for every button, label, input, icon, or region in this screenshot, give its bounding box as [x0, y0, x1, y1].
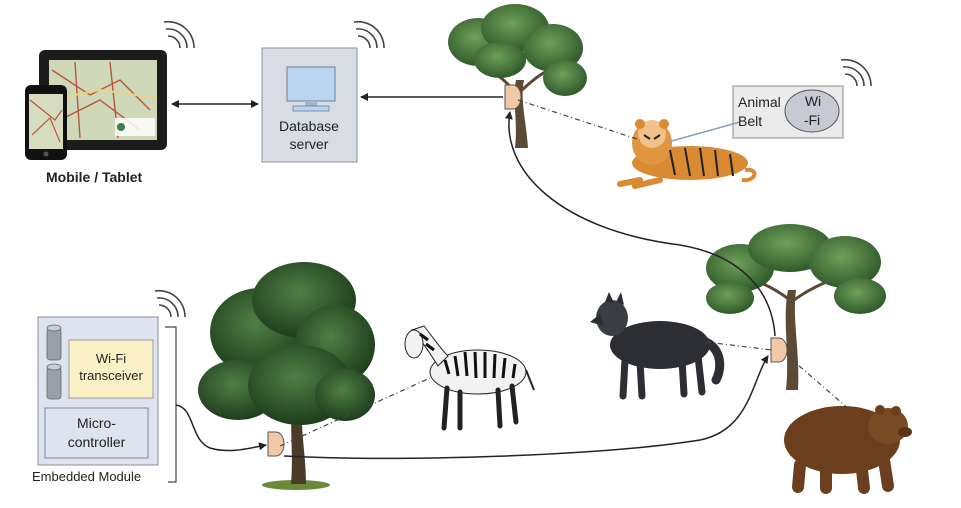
- tree-icon: [448, 4, 587, 148]
- wifi-transceiver-label-line1: Wi-Fi: [95, 351, 127, 366]
- wifi-signal-icon: [353, 20, 385, 49]
- bear-icon: [784, 405, 912, 494]
- monitor-icon: [286, 66, 336, 112]
- wifi-signal-icon: [154, 289, 186, 318]
- microcontroller-box: [44, 407, 149, 459]
- storage-icon: [46, 324, 62, 400]
- tiger-icon: [617, 119, 757, 189]
- mobile-tablet-label: Mobile / Tablet: [46, 169, 143, 185]
- tree-tree-link: [504, 111, 776, 337]
- microcontroller-label-line2: controller: [67, 434, 126, 450]
- zebra-signal-link: [279, 377, 431, 447]
- wifi-signal-icon: [840, 58, 872, 87]
- module-bracket: [165, 326, 177, 483]
- database-server: [261, 20, 385, 163]
- wolf-icon: [590, 292, 725, 400]
- module-tree-link: [175, 404, 267, 452]
- antenna-icon: [504, 84, 522, 110]
- zebra-icon: [404, 325, 535, 431]
- database-server-label-line2: server: [289, 136, 329, 152]
- tree-icon: [198, 262, 375, 490]
- animal-belt-label-line1: Animal: [738, 94, 781, 110]
- animal-belt: [732, 58, 872, 139]
- embedded-module-label: Embedded Module: [32, 469, 142, 484]
- database-server-label-line1: Database: [279, 118, 339, 134]
- tree-tree-bottom-link: [283, 355, 769, 460]
- animal-belt-label-line2: Belt: [738, 113, 763, 129]
- phone-icon: [25, 85, 67, 160]
- antenna-icon: [267, 431, 285, 457]
- wifi-transceiver-label-line2: transceiver: [79, 368, 143, 383]
- embedded-module: [37, 289, 186, 483]
- microcontroller-label-line1: Micro-: [77, 415, 116, 431]
- transceiver-box: [68, 339, 154, 399]
- belt-wifi-label-line2: -Fi: [803, 112, 821, 128]
- tiger-signal-link: [517, 99, 641, 141]
- wifi-ellipse: [784, 89, 840, 133]
- belt-wifi-label-line1: Wi: [804, 93, 822, 109]
- tree-icon: [706, 224, 886, 390]
- antenna-icon: [770, 337, 788, 363]
- mobile-tablet-device: [25, 20, 195, 160]
- belt-connector: [667, 121, 741, 143]
- wifi-signal-icon: [163, 20, 195, 49]
- bear-signal-link: [789, 357, 851, 411]
